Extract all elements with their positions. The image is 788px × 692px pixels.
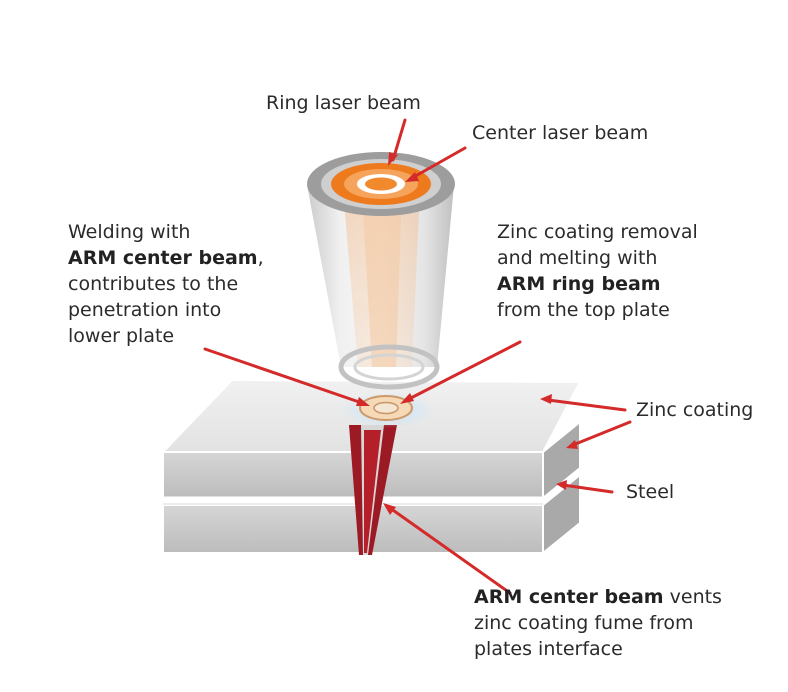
- vents-line-1-bold: ARM center beam: [474, 586, 664, 608]
- zinc-removal-line-3: ARM ring beam: [497, 271, 698, 297]
- arrow-zinc-removal: [405, 340, 522, 402]
- zinc-removal-line-4: from the top plate: [497, 299, 670, 321]
- zinc-removal-line-1: Zinc coating removal: [497, 221, 698, 243]
- zinc-removal-line-3-bold: ARM ring beam: [497, 273, 661, 295]
- welding-line-1: Welding with: [68, 221, 191, 243]
- welding-line-3: contributes to the: [68, 273, 239, 295]
- arrow-ring-beam: [391, 118, 407, 162]
- weld-seam: [349, 425, 397, 555]
- nozzle-ring-outer: [338, 344, 440, 390]
- vents-label: ARM center beam vents zinc coating fume …: [474, 584, 722, 662]
- center-spot: [373, 401, 399, 415]
- center-laser-beam-label: Center laser beam: [472, 122, 649, 144]
- vents-line-1-rest: vents: [663, 586, 722, 608]
- zinc-removal-line-2: and melting with: [497, 247, 658, 269]
- welding-line-2-bold: ARM center beam: [68, 247, 258, 269]
- welding-label: Welding with ARM center beam, contribute…: [68, 219, 264, 349]
- lower-plate: [162, 472, 581, 556]
- laser-head: [307, 152, 455, 390]
- callout-arrows: [203, 118, 632, 595]
- zinc-removal-label: Zinc coating removal and melting with AR…: [497, 219, 698, 323]
- arrow-zinc-coating-interface: [571, 420, 632, 447]
- vents-line-2: zinc coating fume from: [474, 612, 694, 634]
- vents-line-3: plates interface: [474, 638, 623, 660]
- welding-line-2-rest: ,: [257, 247, 264, 269]
- arrow-steel: [561, 483, 614, 494]
- ring-laser-beam-label: Ring laser beam: [266, 92, 421, 114]
- steel-label: Steel: [626, 481, 675, 503]
- zinc-coating-label: Zinc coating: [636, 399, 754, 421]
- vents-line-1: ARM center beam vents: [474, 584, 722, 610]
- welding-line-5: lower plate: [68, 325, 175, 347]
- welding-line-2: ARM center beam,: [68, 245, 264, 271]
- nozzle-ring-inner: [353, 353, 425, 381]
- arrow-zinc-coating-top: [546, 398, 627, 412]
- arrow-center-beam: [410, 146, 467, 180]
- arrow-vents: [388, 506, 512, 595]
- center-beam-top: [365, 177, 397, 191]
- arrow-welding: [203, 347, 364, 405]
- welding-line-4: penetration into: [68, 299, 222, 321]
